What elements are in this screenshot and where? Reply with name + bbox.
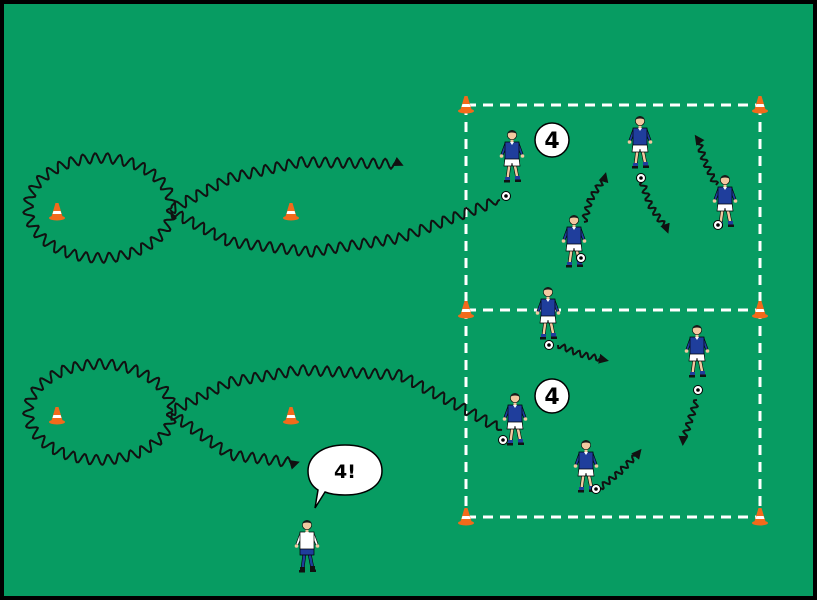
training-cone-icon [49,407,65,425]
dribble-arrow [599,448,642,491]
player-icon [498,393,528,446]
training-cone-icon [752,301,768,319]
soccer-ball-icon [636,173,646,183]
dribble-arrow [581,172,609,223]
dribble-path-top-entry [170,198,501,258]
training-cone-icon [283,407,299,425]
dribble-path-bottom-exit [170,413,300,470]
soccer-ball-icon [544,340,554,350]
dribble-path-top-exit [169,156,404,214]
soccer-ball-icon [713,220,723,230]
count-label: 4 [544,385,559,410]
dribble-loop-bottom-left [22,358,177,466]
training-cone-icon [752,96,768,114]
soccer-ball-icon [501,191,511,201]
zone-count-top: 4 [534,122,570,158]
coach-icon [294,520,320,573]
count-badge-circle [534,122,570,158]
dribble-arrow [694,134,719,186]
zone-count-bottom: 4 [534,378,570,414]
cones [49,96,768,526]
dribble-arrow [638,181,670,234]
soccer-ball-icon [693,385,703,395]
speech-bubble-shape [307,444,383,509]
dribble-path-bottom-entry [169,364,503,431]
soccer-ball-icon [591,484,601,494]
pitch-grass [4,4,813,596]
dribble-arrow [557,343,609,364]
player-icon [499,130,525,201]
training-cone-icon [458,96,474,114]
count-badge-circle [534,378,570,414]
players [294,116,738,573]
dribble-loop-top-left [22,152,177,264]
player-icon [535,287,561,350]
dribble-paths [22,134,719,491]
training-cone-icon [752,508,768,526]
player-icon [627,116,653,183]
player-icon [684,325,710,395]
coach-callout-text: 4! [334,461,356,483]
training-cone-icon [458,301,474,319]
player-icon [561,215,587,268]
training-cone-icon [283,203,299,221]
player-icon [712,175,738,230]
player-icon [573,440,601,494]
soccer-ball-icon [576,253,586,263]
coach-speech-bubble: 4! [307,444,383,509]
count-label: 4 [544,129,559,154]
dribble-arrow [678,399,699,446]
training-cone-icon [49,203,65,221]
soccer-ball-icon [498,435,508,445]
training-cone-icon [458,508,474,526]
